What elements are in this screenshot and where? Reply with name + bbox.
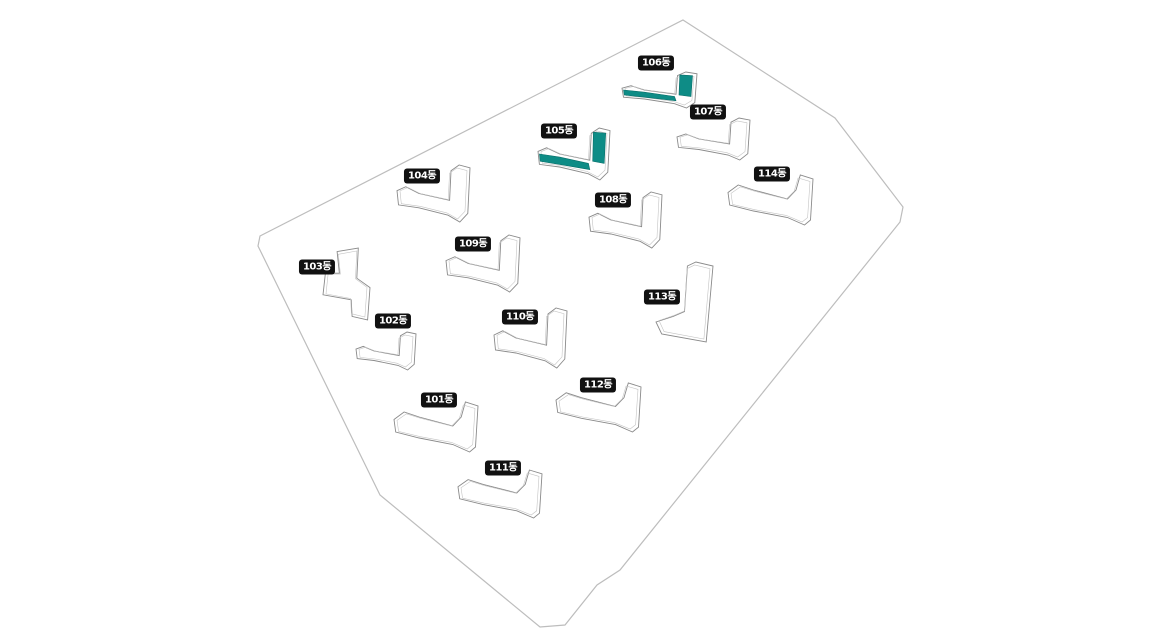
building-detail — [730, 177, 811, 223]
building-102[interactable] — [355, 331, 417, 371]
building-label[interactable]: 110동 — [501, 309, 539, 325]
building-detail — [679, 120, 748, 158]
building-footprint — [396, 164, 471, 223]
building-label[interactable]: 102동 — [374, 313, 412, 329]
building-label[interactable]: 113동 — [643, 289, 681, 305]
site-boundary — [257, 19, 904, 628]
building-114[interactable] — [727, 174, 814, 226]
building-label[interactable]: 104동 — [403, 168, 441, 184]
building-footprint — [493, 307, 568, 369]
building-label[interactable]: 111동 — [484, 460, 522, 476]
building-footprint — [445, 234, 521, 293]
highlighted-unit-area — [678, 74, 693, 97]
building-110[interactable] — [493, 307, 568, 369]
building-106[interactable] — [621, 71, 698, 109]
building-detail — [496, 310, 565, 366]
building-footprint — [393, 401, 479, 453]
building-detail — [399, 167, 468, 220]
building-detail — [558, 385, 639, 430]
building-footprint — [621, 71, 698, 109]
building-footprint — [727, 174, 814, 226]
building-label[interactable]: 109동 — [454, 236, 492, 252]
building-113[interactable] — [655, 261, 714, 343]
building-label[interactable]: 112동 — [579, 377, 617, 393]
building-detail — [358, 334, 414, 368]
building-footprint — [555, 382, 642, 433]
building-label[interactable]: 108동 — [594, 192, 632, 208]
building-detail — [396, 404, 476, 450]
building-footprint — [537, 127, 611, 181]
highlighted-unit-area — [592, 131, 607, 164]
building-detail — [591, 194, 660, 246]
building-label[interactable]: 101동 — [420, 392, 458, 408]
highlighted-unit-area — [539, 153, 591, 170]
highlighted-unit-area — [623, 89, 677, 102]
building-label[interactable]: 114동 — [753, 166, 791, 182]
building-111[interactable] — [457, 469, 543, 519]
building-107[interactable] — [676, 117, 751, 161]
building-104[interactable] — [396, 164, 471, 223]
building-detail — [448, 237, 518, 290]
building-label[interactable]: 107동 — [689, 104, 727, 120]
building-109[interactable] — [445, 234, 521, 293]
building-108[interactable] — [588, 191, 663, 249]
building-detail — [460, 472, 540, 516]
building-footprint — [588, 191, 663, 249]
building-footprint — [355, 331, 417, 371]
building-101[interactable] — [393, 401, 479, 453]
building-label[interactable]: 105동 — [540, 123, 578, 139]
building-label[interactable]: 103동 — [298, 259, 336, 275]
building-footprint — [676, 117, 751, 161]
building-detail — [540, 130, 608, 178]
building-105[interactable] — [537, 127, 611, 181]
building-footprint — [655, 261, 714, 343]
building-footprint — [457, 469, 543, 519]
building-label[interactable]: 106동 — [637, 55, 675, 71]
building-detail — [658, 264, 711, 340]
building-112[interactable] — [555, 382, 642, 433]
